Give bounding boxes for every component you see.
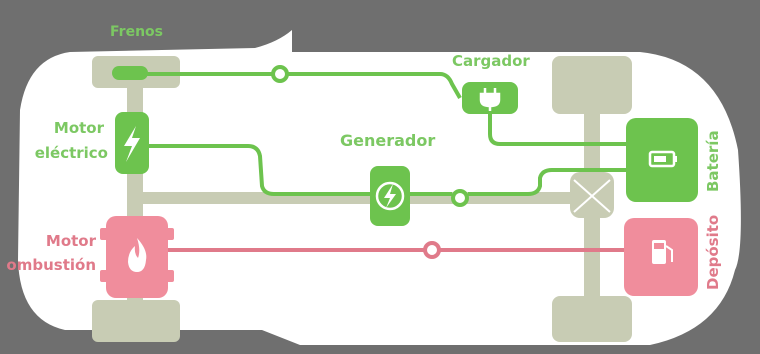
rear-wheel-top <box>552 56 632 114</box>
generator-node <box>451 189 469 207</box>
label-bateria: Batería <box>704 130 722 192</box>
label-motor-combustion-2: ombustión <box>6 256 96 274</box>
label-generador: Generador <box>340 131 435 150</box>
charger <box>462 82 518 114</box>
lightning-bolt-icon <box>124 126 140 162</box>
rear-wheel-bottom <box>552 296 632 342</box>
fuel-pump-icon <box>652 240 673 264</box>
brakes <box>112 66 148 80</box>
plug-icon <box>479 88 501 111</box>
brake-node <box>271 65 289 83</box>
label-motor-combustion-1: Motor <box>46 232 97 250</box>
label-cargador: Cargador <box>452 52 530 70</box>
electric-lines <box>140 72 628 196</box>
generator-bolt-icon <box>384 184 396 208</box>
front-wheel-bottom <box>92 300 180 342</box>
battery-icon <box>648 150 677 168</box>
label-deposito: Depósito <box>704 215 722 290</box>
label-frenos: Frenos <box>110 24 163 40</box>
battery <box>626 118 698 202</box>
generator <box>370 166 410 226</box>
fuel-tank <box>624 218 698 296</box>
fuel-node <box>423 241 441 259</box>
flame-icon <box>128 238 147 272</box>
electric-motor <box>115 112 149 174</box>
label-motor-electrico-2: eléctrico <box>35 144 108 162</box>
label-motor-electrico-1: Motor <box>54 119 105 137</box>
combustion-engine <box>100 216 174 298</box>
